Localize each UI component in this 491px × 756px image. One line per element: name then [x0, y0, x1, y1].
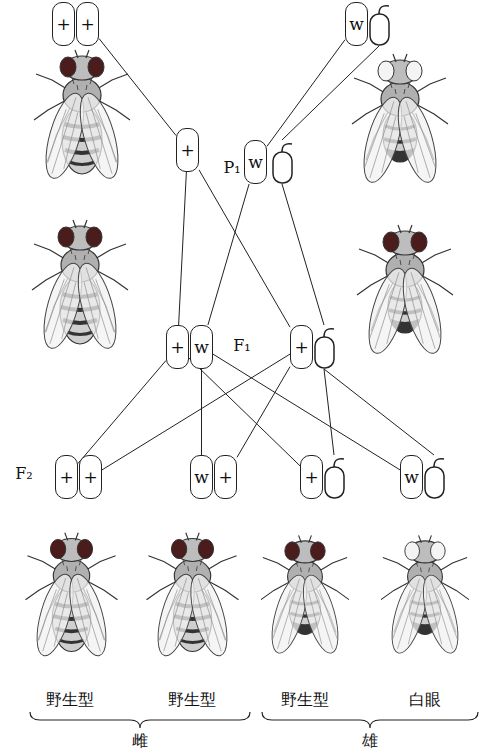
allele-label: w — [194, 339, 209, 356]
female-fly — [32, 220, 128, 352]
chromosome: + — [166, 325, 189, 369]
sex-label: 雄 — [360, 731, 380, 750]
inheritance-line — [199, 170, 290, 327]
allele-label: + — [56, 16, 70, 33]
chromosome: + — [76, 2, 99, 46]
chromosome: w — [244, 140, 267, 184]
chromosome: + — [55, 455, 78, 499]
allele-label: w — [248, 154, 263, 171]
allele-label: + — [80, 16, 94, 33]
allele-label: + — [170, 339, 184, 356]
sex-label: 雌 — [130, 731, 150, 750]
chromosome: w — [400, 455, 423, 499]
male-fly — [352, 54, 448, 186]
chromosome: + — [290, 325, 313, 369]
female-fly — [26, 533, 118, 660]
generation-label: P₁ — [221, 158, 242, 177]
allele-label: + — [294, 339, 308, 356]
allele-label: + — [83, 469, 97, 486]
y-chromosome — [425, 459, 444, 498]
chromosome: + — [79, 455, 102, 499]
bracket — [262, 712, 478, 728]
chromosome: + — [176, 128, 199, 172]
phenotype-label: 野生型 — [166, 690, 218, 709]
inheritance-line — [213, 354, 400, 470]
allele-label: w — [194, 469, 209, 486]
female-fly — [147, 533, 239, 660]
allele-label: + — [180, 142, 194, 159]
inheritance-line — [267, 40, 345, 147]
male-fly — [381, 535, 469, 656]
y-chromosome — [370, 6, 389, 45]
y-chromosome — [273, 144, 292, 183]
allele-label: + — [59, 469, 73, 486]
generation-label: F₁ — [231, 336, 253, 355]
bracket — [30, 712, 250, 728]
inheritance-line — [99, 38, 176, 135]
chromosome: + — [300, 455, 323, 499]
chromosome: w — [190, 325, 213, 369]
chromosome: w — [345, 2, 368, 46]
phenotype-label: 野生型 — [279, 690, 331, 709]
allele-label: + — [218, 469, 232, 486]
male-fly — [357, 225, 453, 357]
y-chromosome — [325, 459, 344, 498]
phenotype-label: 野生型 — [44, 690, 96, 709]
generation-label: F₂ — [13, 464, 35, 483]
allele-label: w — [404, 469, 419, 486]
allele-label: + — [304, 469, 318, 486]
chromosome: w — [190, 455, 213, 499]
chromosome: + — [214, 455, 237, 499]
inheritance-line — [179, 172, 187, 325]
inheritance-line — [189, 358, 300, 466]
phenotype-label: 白眼 — [407, 690, 443, 709]
inheritance-line — [201, 369, 202, 455]
inheritance-line — [102, 354, 290, 470]
y-chromosome — [315, 329, 334, 368]
inheritance-line — [237, 367, 290, 458]
inheritance-line — [208, 184, 249, 325]
chromosome: + — [52, 2, 75, 46]
male-fly — [261, 535, 349, 656]
inheritance-line — [78, 360, 166, 463]
allele-label: w — [349, 16, 364, 33]
female-fly — [34, 50, 130, 182]
